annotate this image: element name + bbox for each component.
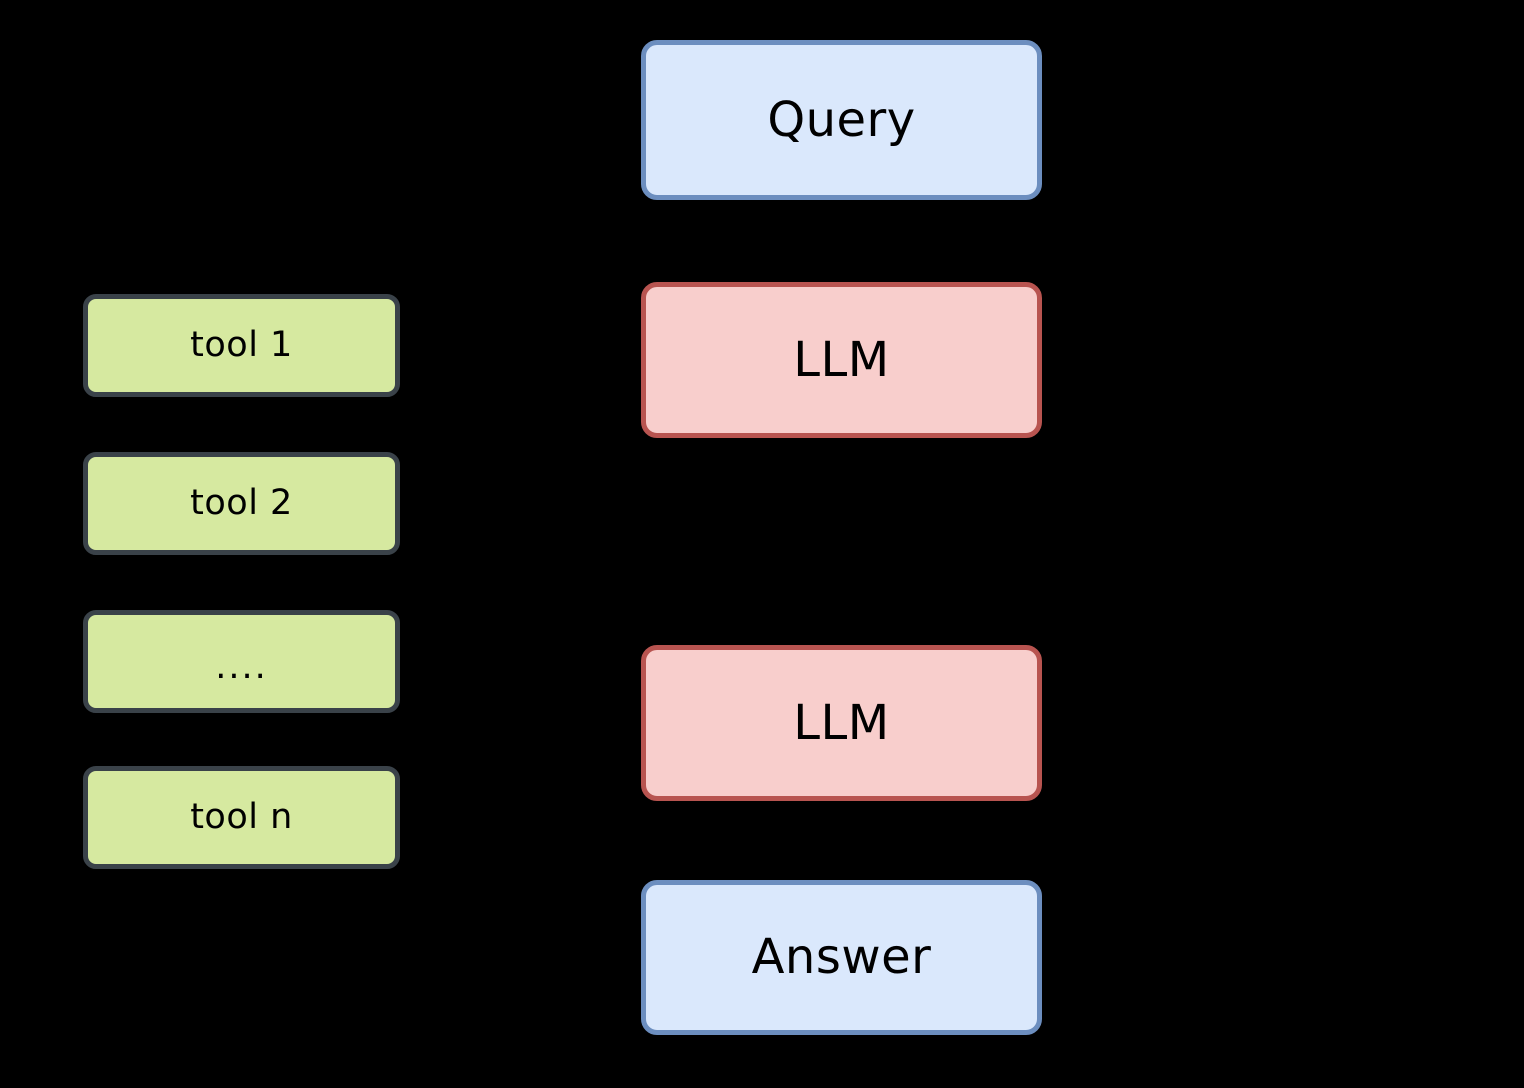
node-answer[interactable]: Answer (641, 880, 1042, 1035)
node-tool-ellipsis[interactable]: .... (83, 610, 400, 713)
node-llm-second-label: LLM (793, 694, 890, 751)
node-query-label: Query (767, 91, 916, 148)
node-llm-first-label: LLM (793, 331, 890, 388)
node-llm-first[interactable]: LLM (641, 282, 1042, 438)
node-tool-ellipsis-label: .... (215, 647, 268, 688)
node-query[interactable]: Query (641, 40, 1042, 200)
node-llm-second[interactable]: LLM (641, 645, 1042, 801)
node-tool-2[interactable]: tool 2 (83, 452, 400, 555)
node-tool-2-label: tool 2 (190, 483, 293, 524)
node-tool-n[interactable]: tool n (83, 766, 400, 869)
node-tool-1-label: tool 1 (190, 325, 293, 366)
node-tool-1[interactable]: tool 1 (83, 294, 400, 397)
node-tool-n-label: tool n (190, 797, 293, 838)
node-answer-label: Answer (751, 929, 932, 986)
